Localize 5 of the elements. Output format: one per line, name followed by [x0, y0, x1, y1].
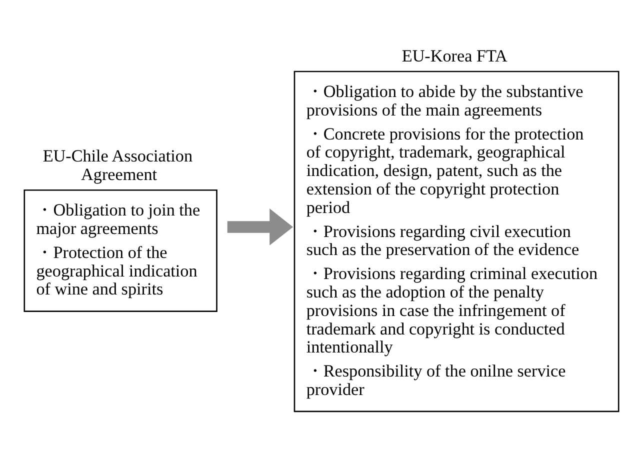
arrow	[227, 208, 294, 245]
node-box: ・Obligation to join the major agreements ・Protection of the geographical indication of wine and spirits	[24, 188, 218, 312]
node-box: ・Obligation to abide by the substantive provisions of the main agreements ・Concrete provisions for the protection of copyright, trademark, geographical indication, design, patent, such as the extension of the copyright protection period ・Provisions regarding civil execution such as the preservation of the evidence ・Provisions regarding criminal execution such as the adoption of the penalty provisions in case the infringement of trademark and copyright is conducted intentionally ・Responsibility of the onilne service provider	[294, 70, 620, 412]
node-label: EU-Chile Association Agreement	[42, 146, 193, 184]
node-label: EU-Korea FTA	[402, 46, 508, 66]
